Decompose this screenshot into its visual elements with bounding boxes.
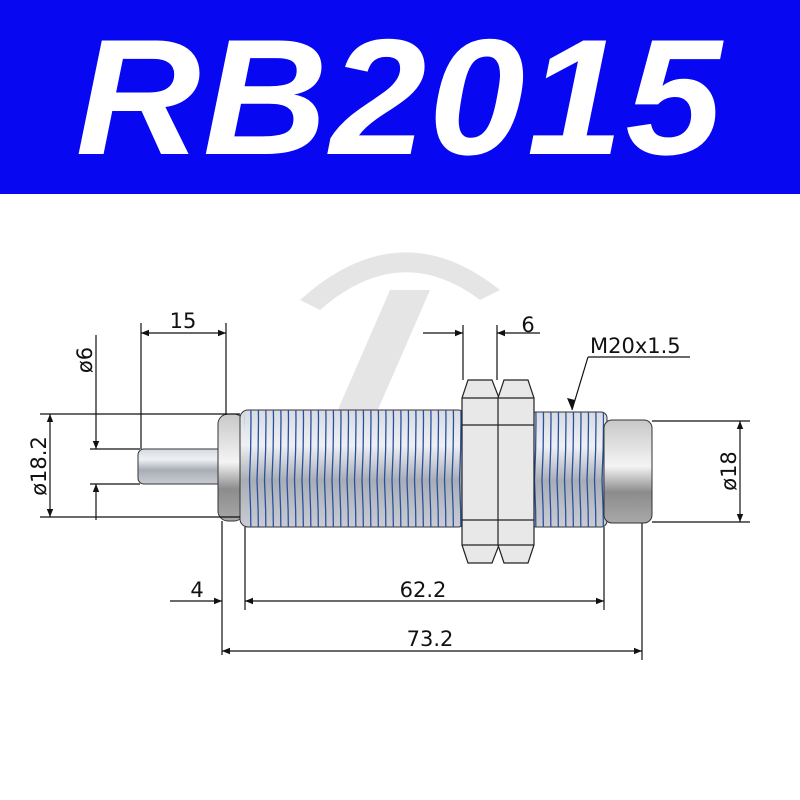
dim-thread-spec: M20x1.5	[590, 334, 681, 358]
dim-nut-width: 6	[521, 313, 534, 337]
dim-thread-length: 62.2	[400, 578, 447, 602]
dim-rod-diameter: ø6	[73, 347, 97, 373]
extension-lines	[40, 323, 750, 660]
lock-nut	[497, 379, 535, 564]
dim-total-length: 73.2	[407, 627, 454, 651]
piston-rod	[137, 448, 229, 485]
title-banner: RB2015	[0, 0, 800, 194]
leader-arrow	[567, 398, 575, 410]
end-cap	[603, 419, 653, 524]
dim-cap-diameter: ø18	[717, 451, 741, 491]
thread-lines	[534, 412, 604, 527]
lock-nut	[461, 379, 500, 564]
dimension-lines	[46, 329, 744, 655]
dim-flange-diameter: ø18.2	[27, 436, 51, 496]
product-title: RB2015	[75, 4, 725, 189]
dim-flange-length: 4	[190, 578, 203, 602]
thread-lines	[244, 410, 464, 527]
dim-rod-stroke: 15	[170, 309, 197, 333]
